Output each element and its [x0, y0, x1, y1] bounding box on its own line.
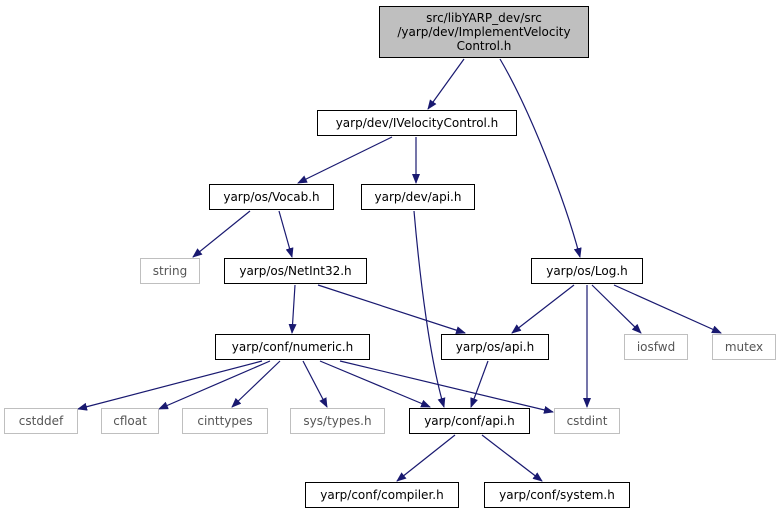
edge-vocab-to-netint	[278, 210, 294, 258]
node-confapi[interactable]: yarp/conf/api.h	[409, 408, 530, 434]
edge-numeric-to-confapi	[319, 360, 431, 408]
node-label: yarp/os/Log.h	[546, 264, 628, 278]
node-system[interactable]: yarp/conf/system.h	[484, 482, 630, 508]
node-vocab[interactable]: yarp/os/Vocab.h	[209, 184, 334, 210]
node-label: cfloat	[113, 414, 147, 428]
node-label: yarp/dev/IVelocityControl.h	[335, 116, 499, 130]
node-cstdint[interactable]: cstdint	[554, 408, 620, 434]
node-label: yarp/conf/compiler.h	[320, 488, 444, 502]
node-label: yarp/os/Vocab.h	[223, 190, 320, 204]
edge-impl-to-ivel	[427, 58, 465, 110]
edge-numeric-to-cinttypes	[231, 360, 281, 408]
node-label: iosfwd	[636, 340, 676, 354]
node-cfloat[interactable]: cfloat	[101, 408, 159, 434]
edge-osapi-to-confapi	[470, 360, 489, 408]
node-iosfwd[interactable]: iosfwd	[624, 334, 688, 360]
node-cinttypes[interactable]: cinttypes	[182, 408, 268, 434]
node-label: yarp/conf/numeric.h	[231, 340, 354, 354]
node-string[interactable]: string	[140, 258, 200, 284]
node-impl[interactable]: src/libYARP_dev/src/yarp/dev/ImplementVe…	[379, 6, 589, 58]
node-numeric[interactable]: yarp/conf/numeric.h	[215, 334, 370, 360]
edge-numeric-to-cstddef	[77, 360, 263, 411]
node-label: yarp/dev/api.h	[374, 190, 462, 204]
node-label: /yarp/dev/ImplementVelocity	[397, 25, 571, 39]
node-label: yarp/conf/system.h	[499, 488, 615, 502]
node-label: cstddef	[18, 414, 64, 428]
node-label: cinttypes	[197, 414, 253, 428]
node-label: cstdint	[566, 414, 608, 428]
node-log[interactable]: yarp/os/Log.h	[531, 258, 643, 284]
edge-numeric-to-cstdint	[339, 360, 554, 414]
node-label: sys/types.h	[303, 414, 372, 428]
node-label: Control.h	[456, 39, 512, 53]
node-systypes[interactable]: sys/types.h	[290, 408, 385, 434]
edge-numeric-to-cfloat	[158, 360, 271, 410]
node-cstddef[interactable]: cstddef	[4, 408, 78, 434]
node-mutex[interactable]: mutex	[712, 334, 776, 360]
node-ivel[interactable]: yarp/dev/IVelocityControl.h	[317, 110, 517, 136]
edge-netint-to-numeric	[288, 284, 297, 334]
edge-vocab-to-string	[192, 210, 251, 258]
node-compiler[interactable]: yarp/conf/compiler.h	[305, 482, 459, 508]
edge-log-to-iosfwd	[591, 284, 642, 334]
node-netint[interactable]: yarp/os/NetInt32.h	[224, 258, 367, 284]
edge-netint-to-osapi	[317, 284, 466, 335]
edge-devapi-to-confapi	[413, 210, 446, 408]
node-osapi[interactable]: yarp/os/api.h	[441, 334, 549, 360]
node-label: src/libYARP_dev/src	[426, 11, 542, 25]
edge-numeric-to-systypes	[302, 360, 328, 408]
node-devapi[interactable]: yarp/dev/api.h	[361, 184, 475, 210]
edge-log-to-mutex	[613, 284, 722, 334]
node-label: yarp/os/api.h	[455, 340, 535, 354]
edge-log-to-osapi	[511, 284, 575, 334]
edge-confapi-to-compiler	[396, 434, 456, 482]
edge-ivel-to-vocab	[297, 136, 393, 184]
node-label: yarp/conf/api.h	[424, 414, 515, 428]
edge-impl-to-log	[499, 58, 582, 258]
node-label: mutex	[724, 340, 764, 354]
node-label: yarp/os/NetInt32.h	[239, 264, 352, 278]
node-label: string	[152, 264, 188, 278]
edge-confapi-to-system	[481, 434, 543, 482]
